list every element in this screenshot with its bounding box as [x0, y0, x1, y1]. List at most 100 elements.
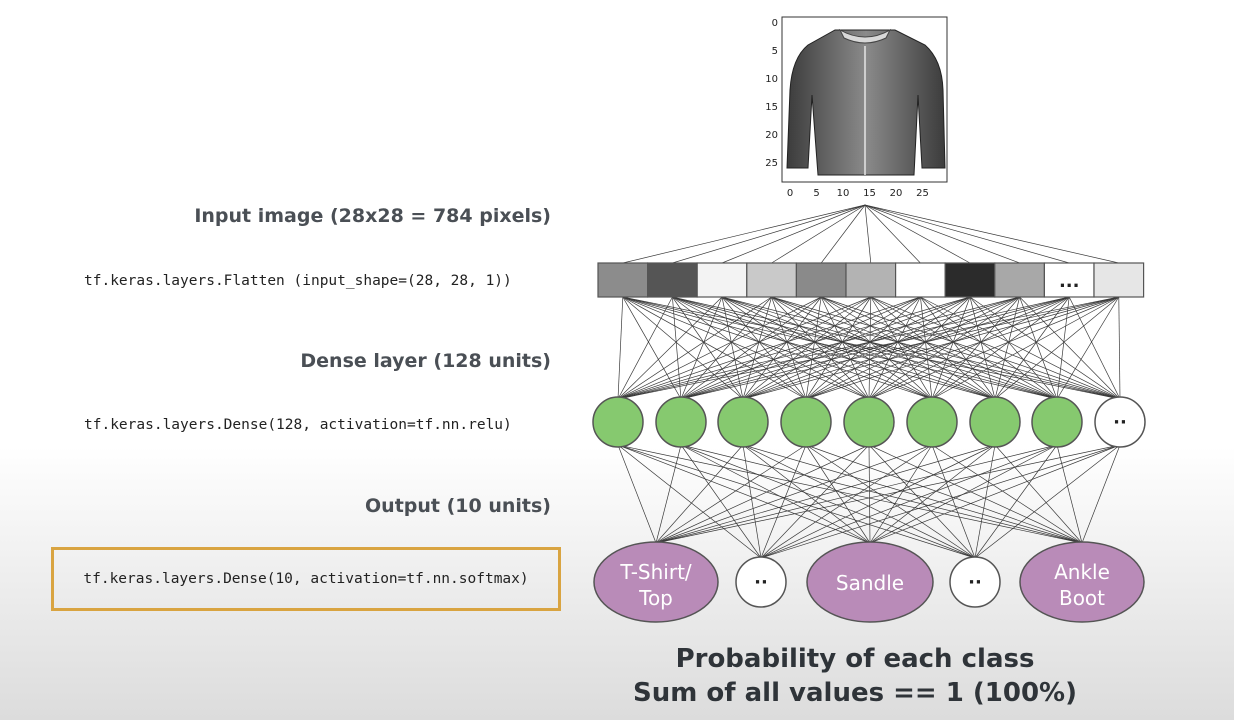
flatten-cell — [1093, 262, 1145, 298]
dense-ellipsis: ·· — [1113, 412, 1127, 433]
dense-node — [592, 396, 644, 448]
shirt-image — [786, 28, 946, 176]
connection-line — [864, 204, 872, 264]
connection-line — [721, 296, 744, 400]
connection-line — [622, 296, 870, 400]
dense-node — [843, 396, 895, 448]
connection-line — [1056, 444, 1083, 544]
connection-line — [931, 444, 976, 559]
y-tick-label: 5 — [772, 46, 778, 57]
dense-node-ellipsis — [1094, 396, 1146, 448]
connection-line — [760, 444, 933, 559]
connection-line — [868, 296, 1020, 400]
output-ellipsis-2: ·· — [968, 572, 982, 593]
connection-line — [617, 444, 762, 559]
connection-line — [617, 296, 624, 400]
connection-line — [868, 444, 976, 559]
connection-line — [617, 296, 1119, 400]
output-node-ellipsis-2: ·· — [949, 556, 1001, 608]
y-tick-label: 15 — [765, 102, 778, 113]
connection-line — [721, 296, 996, 400]
ankle-boot-label-line2: Boot — [1059, 586, 1105, 610]
dense-code: tf.keras.layers.Dense(128, activation=tf… — [84, 417, 512, 433]
connection-lines — [617, 204, 1121, 559]
connection-line — [672, 296, 744, 400]
y-tick-label: 25 — [765, 158, 778, 169]
connection-line — [742, 296, 1070, 400]
connection-line — [655, 444, 807, 544]
connection-line — [617, 296, 1020, 400]
flatten-cell — [696, 262, 748, 298]
connection-line — [771, 296, 807, 400]
connection-line — [655, 444, 870, 544]
dense-node — [1031, 396, 1083, 448]
input-image-label: Input image (28x28 = 784 pixels) — [194, 205, 551, 227]
output-node-sandle: Sandle — [806, 541, 934, 623]
connection-line — [655, 444, 682, 544]
connection-line — [868, 444, 1083, 544]
connection-line — [742, 444, 871, 544]
flatten-layer: ... — [597, 262, 1145, 298]
connection-line — [805, 444, 871, 544]
connection-line — [680, 296, 1020, 400]
connection-line — [805, 444, 1083, 544]
connection-line — [1019, 296, 1121, 400]
connection-line — [864, 204, 921, 264]
connection-line — [672, 296, 1058, 400]
connection-line — [617, 296, 673, 400]
connection-line — [864, 204, 1070, 264]
output-node-ellipsis-1: ·· — [735, 556, 787, 608]
connection-line — [869, 444, 1121, 544]
connection-line — [617, 296, 822, 400]
probability-caption: Probability of each class — [675, 644, 1035, 674]
connection-line — [617, 296, 772, 400]
output-layer-nodes: T-Shirt/ Top ·· Sandle ·· Ankle Boot — [593, 541, 1145, 623]
connection-line — [1118, 296, 1121, 400]
x-tick-label: 0 — [787, 188, 793, 199]
tshirt-label-line1: T-Shirt/ — [619, 560, 692, 584]
x-tick-label: 5 — [813, 188, 819, 199]
connection-line — [680, 444, 762, 559]
connection-line — [742, 296, 1119, 400]
flatten-cell — [894, 262, 946, 298]
connection-line — [1056, 296, 1120, 400]
connection-line — [931, 444, 1083, 544]
connection-line — [869, 444, 933, 544]
connection-line — [721, 296, 933, 400]
connection-line — [771, 296, 1058, 400]
connection-line — [805, 296, 1119, 400]
dense-layer-nodes: ·· — [592, 396, 1146, 448]
connection-line — [617, 296, 871, 400]
x-tick-label: 25 — [916, 188, 929, 199]
connection-line — [655, 444, 1121, 544]
connection-line — [760, 444, 807, 559]
output-code-highlight-box: tf.keras.layers.Dense(10, activation=tf.… — [51, 547, 561, 611]
connection-line — [760, 444, 1058, 559]
output-node-tshirt: T-Shirt/ Top — [593, 541, 719, 623]
y-tick-label: 0 — [772, 18, 778, 29]
ankle-boot-label-line1: Ankle — [1054, 560, 1110, 584]
connection-line — [617, 444, 871, 544]
connection-line — [617, 444, 657, 544]
connection-line — [721, 204, 866, 264]
connection-line — [742, 296, 822, 400]
dense-node — [969, 396, 1021, 448]
connection-line — [864, 204, 1020, 264]
connection-line — [805, 296, 1020, 400]
connection-line — [617, 296, 723, 400]
flatten-ellipsis: ... — [1059, 271, 1080, 292]
connection-line — [622, 204, 866, 264]
flatten-cell — [994, 262, 1045, 298]
connection-line — [680, 296, 971, 400]
flatten-cell — [795, 262, 847, 298]
connection-line — [622, 296, 744, 400]
connection-line — [771, 204, 866, 264]
flatten-cell — [646, 262, 698, 298]
connection-line — [617, 444, 976, 559]
connection-line — [655, 444, 744, 544]
connection-line — [742, 296, 1020, 400]
connection-line — [622, 296, 807, 400]
sandle-label: Sandle — [836, 571, 904, 595]
connection-line — [994, 444, 1083, 544]
